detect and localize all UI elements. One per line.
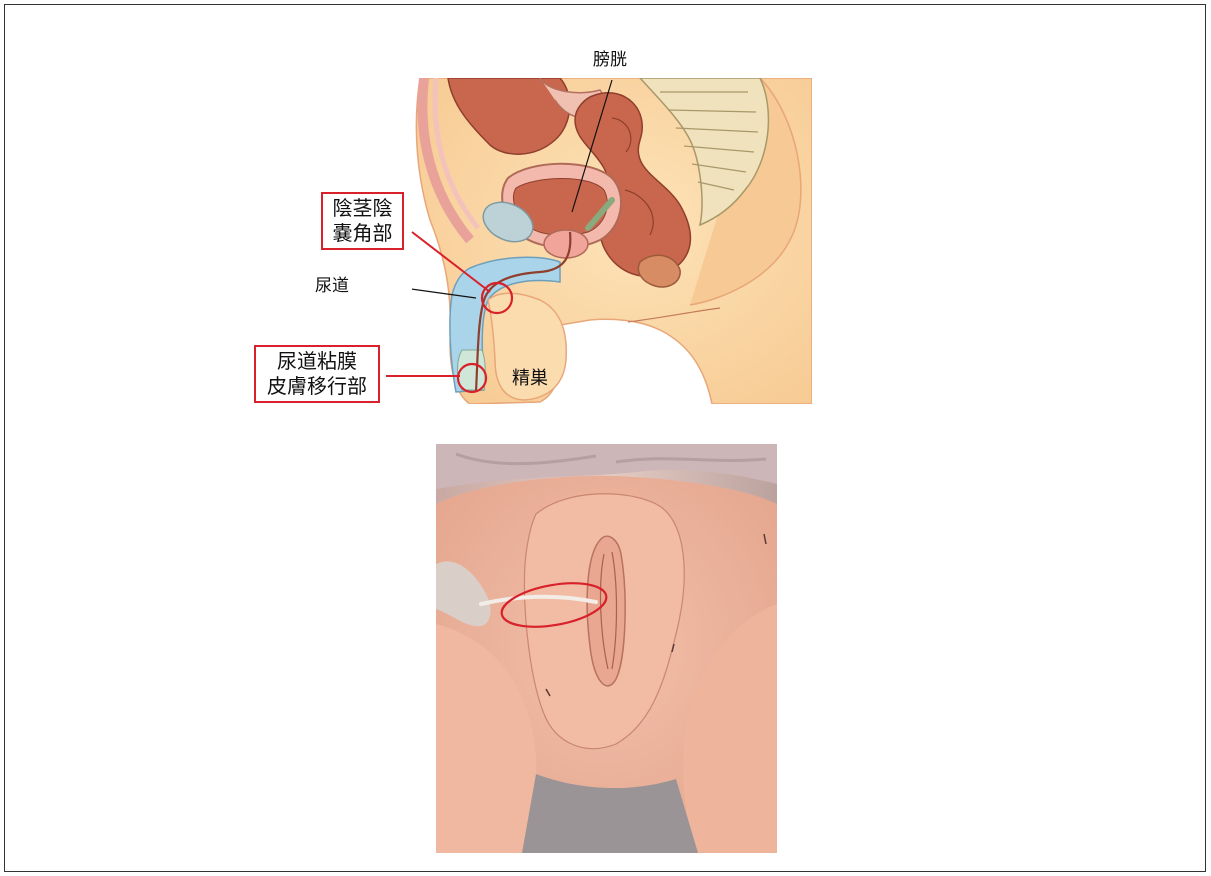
label-bladder: 膀胱	[593, 45, 627, 70]
penoscrotal-line2: 嚢角部	[328, 221, 397, 246]
label-urethra: 尿道	[315, 271, 349, 296]
mucocutaneous-line2: 皮膚移行部	[262, 374, 372, 399]
prostate	[544, 230, 588, 258]
label-testis: 精巣	[512, 364, 548, 390]
label-mucocutaneous-junction: 尿道粘膜 皮膚移行部	[254, 345, 380, 403]
catheter-training-model-photo	[436, 444, 777, 853]
label-penoscrotal-junction: 陰茎陰 嚢角部	[321, 192, 404, 250]
labia	[587, 536, 625, 686]
penoscrotal-line1: 陰茎陰	[328, 196, 397, 221]
mucocutaneous-line1: 尿道粘膜	[262, 349, 372, 374]
